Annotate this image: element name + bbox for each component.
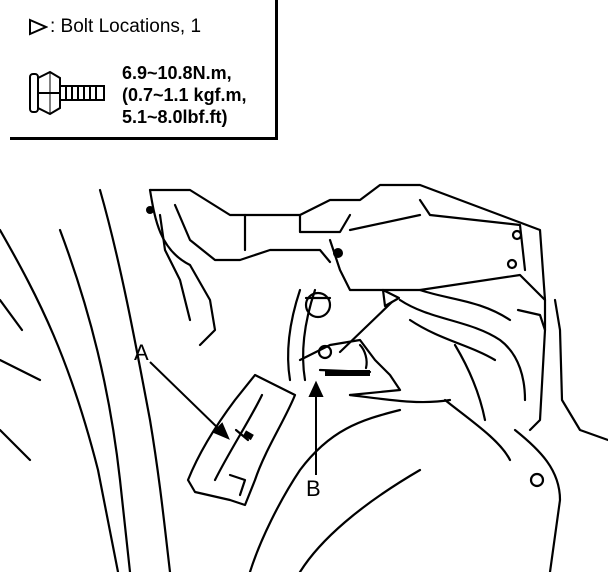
dash-panel-outline — [0, 228, 120, 572]
legend-title: : Bolt Locations, 1 — [28, 16, 201, 38]
callout-label-b: B — [306, 476, 321, 501]
callout-label-a: A — [134, 340, 149, 365]
callout-b-arrowhead — [308, 380, 324, 397]
bolt-location-triangle-icon — [29, 18, 48, 36]
torque-spec: 6.9~10.8N.m, (0.7~1.1 kgf.m, 5.1~8.0lbf.… — [122, 62, 247, 128]
bracket-bolt — [333, 248, 343, 258]
mounting-bracket — [148, 183, 547, 302]
bolt-legend-box: : Bolt Locations, 1 6.9~10.8N.m, (0.7~1.… — [10, 0, 278, 140]
callout-a-leader — [149, 361, 223, 433]
torque-line-lbfft: 5.1~8.0lbf.ft) — [122, 107, 228, 127]
torque-line-nm: 6.9~10.8N.m, — [122, 63, 232, 83]
hose — [398, 298, 527, 402]
legend-title-text: : Bolt Locations, 1 — [50, 16, 202, 37]
bolt-icon — [29, 70, 105, 116]
switch-bracket — [298, 338, 402, 397]
pedal-plate — [186, 373, 297, 507]
pedal-arm — [286, 288, 302, 382]
torque-line-kgfm: (0.7~1.1 kgf.m, — [122, 85, 247, 105]
stop-lamp-switch-body — [325, 370, 370, 376]
callout-a-arrowhead — [212, 422, 230, 440]
